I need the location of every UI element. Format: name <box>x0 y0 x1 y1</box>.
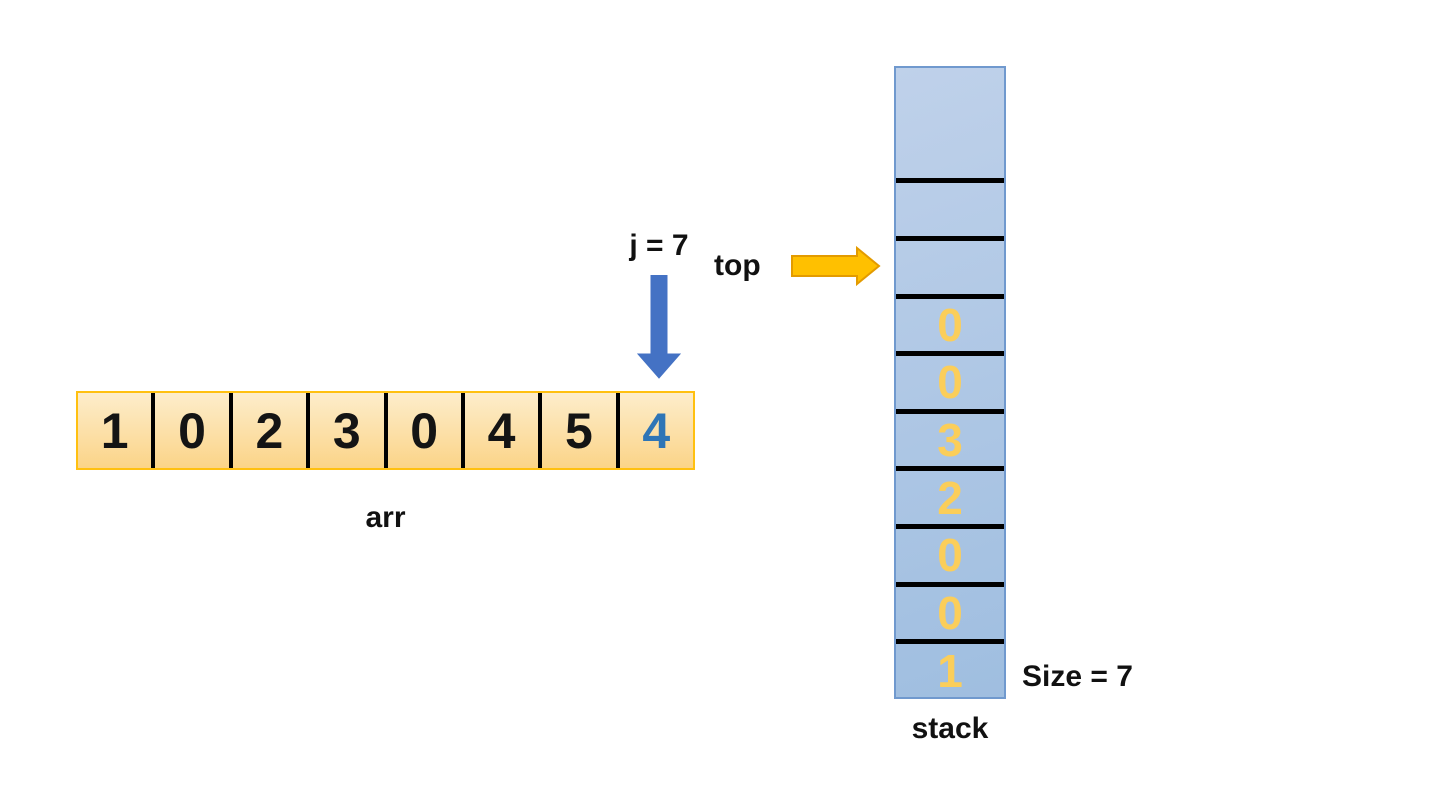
stack-cell-6: 0 <box>896 293 1004 352</box>
array: 1 0 2 3 0 4 5 4 <box>76 391 695 470</box>
stack-cell-5: 0 <box>896 351 1004 409</box>
stack: 0 0 3 2 0 0 1 <box>894 66 1006 699</box>
array-cell-3: 3 <box>306 393 383 468</box>
stack-cell-8 <box>896 178 1004 236</box>
stack-cell-7 <box>896 235 1004 294</box>
array-cell-6: 5 <box>538 393 615 468</box>
array-cell-5: 4 <box>460 393 538 468</box>
stack-cell-0-bottom: 1 <box>896 639 1004 697</box>
array-cell-2: 2 <box>228 393 306 468</box>
j-down-arrow-icon <box>637 275 681 379</box>
stack-cell-1: 0 <box>896 581 1004 640</box>
array-cell-4: 0 <box>383 393 461 468</box>
stack-cell-3: 2 <box>896 466 1004 524</box>
top-right-arrow-icon <box>791 246 881 286</box>
stack-cell-2: 0 <box>896 524 1004 582</box>
array-cell-1: 0 <box>151 393 228 468</box>
stack-cell-4: 3 <box>896 408 1004 467</box>
array-cell-0: 1 <box>100 402 129 459</box>
array-cell-7-current: 4 <box>615 393 693 468</box>
stack-label: stack <box>911 712 989 745</box>
stack-size-label: Size = 7 <box>1022 660 1133 693</box>
j-index-label: j = 7 <box>629 229 689 262</box>
stack-cell-9 <box>896 68 1004 178</box>
top-pointer-label: top <box>714 249 761 282</box>
array-label: arr <box>365 501 406 534</box>
